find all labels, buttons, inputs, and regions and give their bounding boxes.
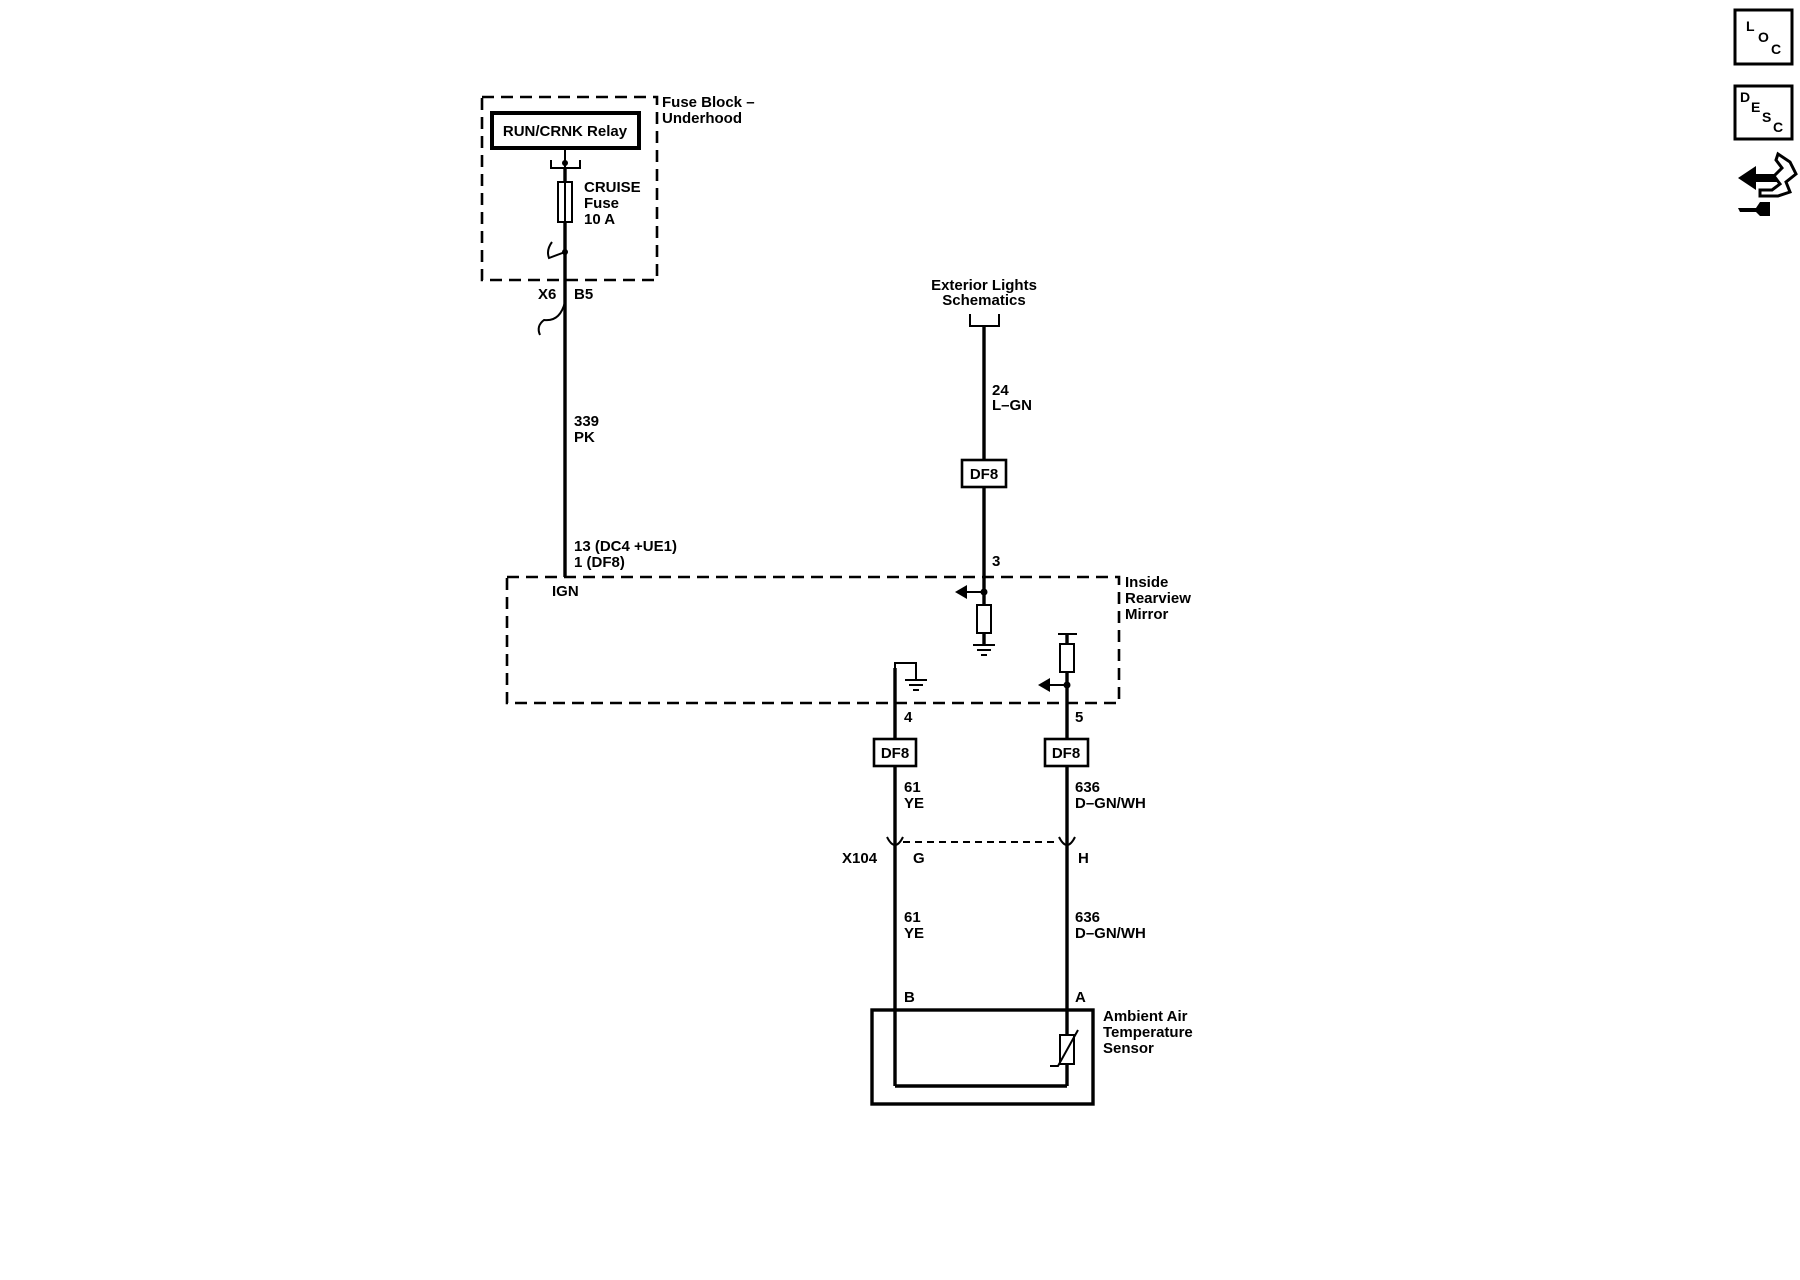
sensor-label-2: Temperature	[1103, 1024, 1193, 1041]
signal-input-arrow-icon	[1038, 678, 1071, 692]
x104-connector-icon	[886, 836, 1076, 846]
df8-inline-connector-signal	[1043, 737, 1090, 768]
connector-repair-icon[interactable]	[1738, 151, 1798, 216]
inside-rearview-mirror-outline	[505, 575, 1121, 705]
ground-icon	[973, 644, 995, 656]
df8-inline-connector-top	[960, 458, 1008, 489]
wire-636-color-lower: D–GN/WH	[1075, 925, 1146, 942]
desc-letter-s: S	[1762, 109, 1771, 125]
relay-label: RUN/CRNK Relay	[503, 123, 628, 140]
pull-down-resistor-icon	[976, 604, 992, 634]
exterior-lights-terminal-icon	[969, 314, 1000, 327]
df8-inline-connector-ground	[872, 737, 918, 768]
mirror-label-3: Mirror	[1125, 606, 1169, 623]
df8-top-label: DF8	[970, 466, 998, 483]
fuse-block-label-2: Underhood	[662, 110, 742, 127]
wire-24-color: L–GN	[992, 397, 1032, 414]
loc-letter-o: O	[1758, 29, 1769, 45]
mirror-ign-label: IGN	[552, 583, 579, 600]
wire-636-color-upper: D–GN/WH	[1075, 795, 1146, 812]
wire-636-circuit-lower: 636	[1075, 909, 1100, 926]
mirror-ground-icon	[894, 662, 927, 691]
input-arrow-icon	[955, 585, 988, 599]
sensor-pin-a: A	[1075, 989, 1086, 1006]
loc-letter-l: L	[1746, 18, 1755, 34]
wire-61-circuit-upper: 61	[904, 779, 921, 796]
sensor-label-1: Ambient Air	[1103, 1008, 1188, 1025]
fuse-label-1: CRUISE	[584, 179, 641, 196]
fuse-label-2: Fuse	[584, 195, 619, 212]
mirror-pin-5: 5	[1075, 709, 1083, 726]
wire-24-circuit: 24	[992, 382, 1009, 399]
loc-button[interactable]: L O C	[1733, 8, 1794, 66]
wire-61-circuit-lower: 61	[904, 909, 921, 926]
thermistor-icon	[1050, 1029, 1079, 1067]
exterior-lights-label-2: Schematics	[942, 292, 1025, 309]
x6-connector-jumper-icon	[537, 301, 566, 336]
wire-61-color-lower: YE	[904, 925, 924, 942]
x6-connector-break-icon	[547, 241, 568, 260]
connector-x6-pin: B5	[574, 286, 593, 303]
df8-ground-label: DF8	[881, 745, 909, 762]
pull-up-resistor-icon	[1059, 643, 1075, 673]
mirror-pin-3: 3	[992, 553, 1000, 570]
connector-x104-name: X104	[842, 850, 878, 867]
wire-61-color-upper: YE	[904, 795, 924, 812]
desc-letter-d: D	[1740, 89, 1750, 105]
fuse-block-label-1: Fuse Block –	[662, 94, 755, 111]
wire-636-circuit-upper: 636	[1075, 779, 1100, 796]
ign-pin-line-1: 13 (DC4 +UE1)	[574, 538, 677, 555]
connector-x104-pin-h: H	[1078, 850, 1089, 867]
fuse-block-outline	[480, 95, 659, 282]
wire-339-color: PK	[574, 429, 595, 446]
ign-pin-line-2: 1 (DF8)	[574, 554, 625, 571]
fuse-label-3: 10 A	[584, 211, 615, 228]
desc-letter-e: E	[1751, 99, 1760, 115]
mirror-label-2: Rearview	[1125, 590, 1191, 607]
mirror-label-1: Inside	[1125, 574, 1168, 591]
relay-output-terminal	[550, 148, 581, 169]
connector-x104-pin-g: G	[913, 850, 925, 867]
exterior-lights-label-1: Exterior Lights	[931, 277, 1037, 294]
loc-letter-c: C	[1771, 41, 1781, 57]
desc-letter-c: C	[1773, 119, 1783, 135]
connector-x6-name: X6	[538, 286, 556, 303]
df8-signal-label: DF8	[1052, 745, 1080, 762]
sensor-label-3: Sensor	[1103, 1040, 1154, 1057]
desc-button[interactable]: D E S C	[1733, 84, 1794, 141]
mirror-pin-4: 4	[904, 709, 913, 726]
sensor-pin-b: B	[904, 989, 915, 1006]
wire-339-circuit: 339	[574, 413, 599, 430]
ambient-air-temperature-sensor	[870, 1008, 1095, 1106]
